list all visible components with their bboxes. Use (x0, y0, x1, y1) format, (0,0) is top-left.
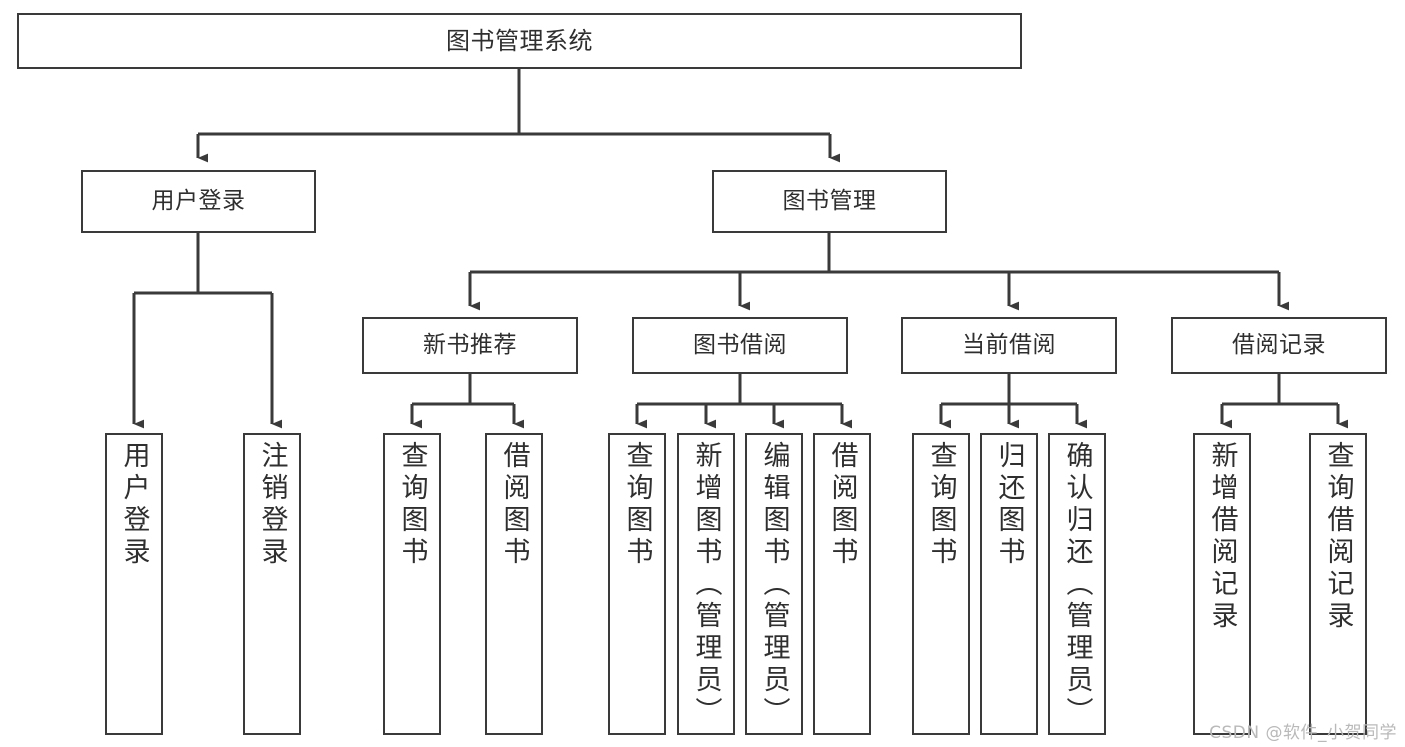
leaf-borrow-edit-book-admin[interactable]: 编辑图书（管理员） (745, 433, 803, 735)
node-label: 查询图书 (621, 441, 653, 569)
leaf-current-query-book[interactable]: 查询图书 (912, 433, 970, 735)
leaf-current-return-book[interactable]: 归还图书 (980, 433, 1038, 735)
node-label: 新书推荐 (423, 331, 517, 358)
leaf-user-logout[interactable]: 注销登录 (243, 433, 301, 735)
node-label: 当前借阅 (962, 331, 1056, 358)
node-label: 编辑图书（管理员） (758, 441, 790, 729)
node-label: 新增图书（管理员） (690, 441, 722, 729)
node-label: 查询借阅记录 (1322, 441, 1354, 633)
node-new-book-recommend[interactable]: 新书推荐 (362, 317, 578, 374)
node-label: 借阅图书 (498, 441, 530, 569)
node-user-login[interactable]: 用户登录 (81, 170, 316, 233)
node-label: 用户登录 (118, 441, 150, 569)
leaf-record-query[interactable]: 查询借阅记录 (1309, 433, 1367, 735)
node-label: 用户登录 (151, 187, 246, 214)
node-label: 图书管理 (782, 187, 877, 214)
node-root-system[interactable]: 图书管理系统 (17, 13, 1022, 69)
node-label: 借阅记录 (1232, 331, 1326, 358)
leaf-borrow-add-book-admin[interactable]: 新增图书（管理员） (677, 433, 735, 735)
node-label: 注销登录 (256, 441, 288, 569)
node-book-management[interactable]: 图书管理 (712, 170, 947, 233)
leaf-user-login[interactable]: 用户登录 (105, 433, 163, 735)
node-current-borrow[interactable]: 当前借阅 (901, 317, 1117, 374)
node-label: 查询图书 (396, 441, 428, 569)
node-label: 图书借阅 (693, 331, 787, 358)
node-label: 确认归还（管理员） (1061, 441, 1093, 729)
node-label: 图书管理系统 (446, 26, 593, 55)
node-label: 查询图书 (925, 441, 957, 569)
node-label: 借阅图书 (826, 441, 858, 569)
node-label: 新增借阅记录 (1206, 441, 1238, 633)
leaf-current-confirm-return-admin[interactable]: 确认归还（管理员） (1048, 433, 1106, 735)
csdn-watermark: CSDN @软件_小贺同学 (1209, 723, 1397, 743)
leaf-record-add[interactable]: 新增借阅记录 (1193, 433, 1251, 735)
node-borrow-record[interactable]: 借阅记录 (1171, 317, 1387, 374)
leaf-new-book-borrow[interactable]: 借阅图书 (485, 433, 543, 735)
leaf-new-book-query[interactable]: 查询图书 (383, 433, 441, 735)
node-book-borrow[interactable]: 图书借阅 (632, 317, 848, 374)
leaf-borrow-borrow-book[interactable]: 借阅图书 (813, 433, 871, 735)
node-label: 归还图书 (993, 441, 1025, 569)
leaf-borrow-query-book[interactable]: 查询图书 (608, 433, 666, 735)
